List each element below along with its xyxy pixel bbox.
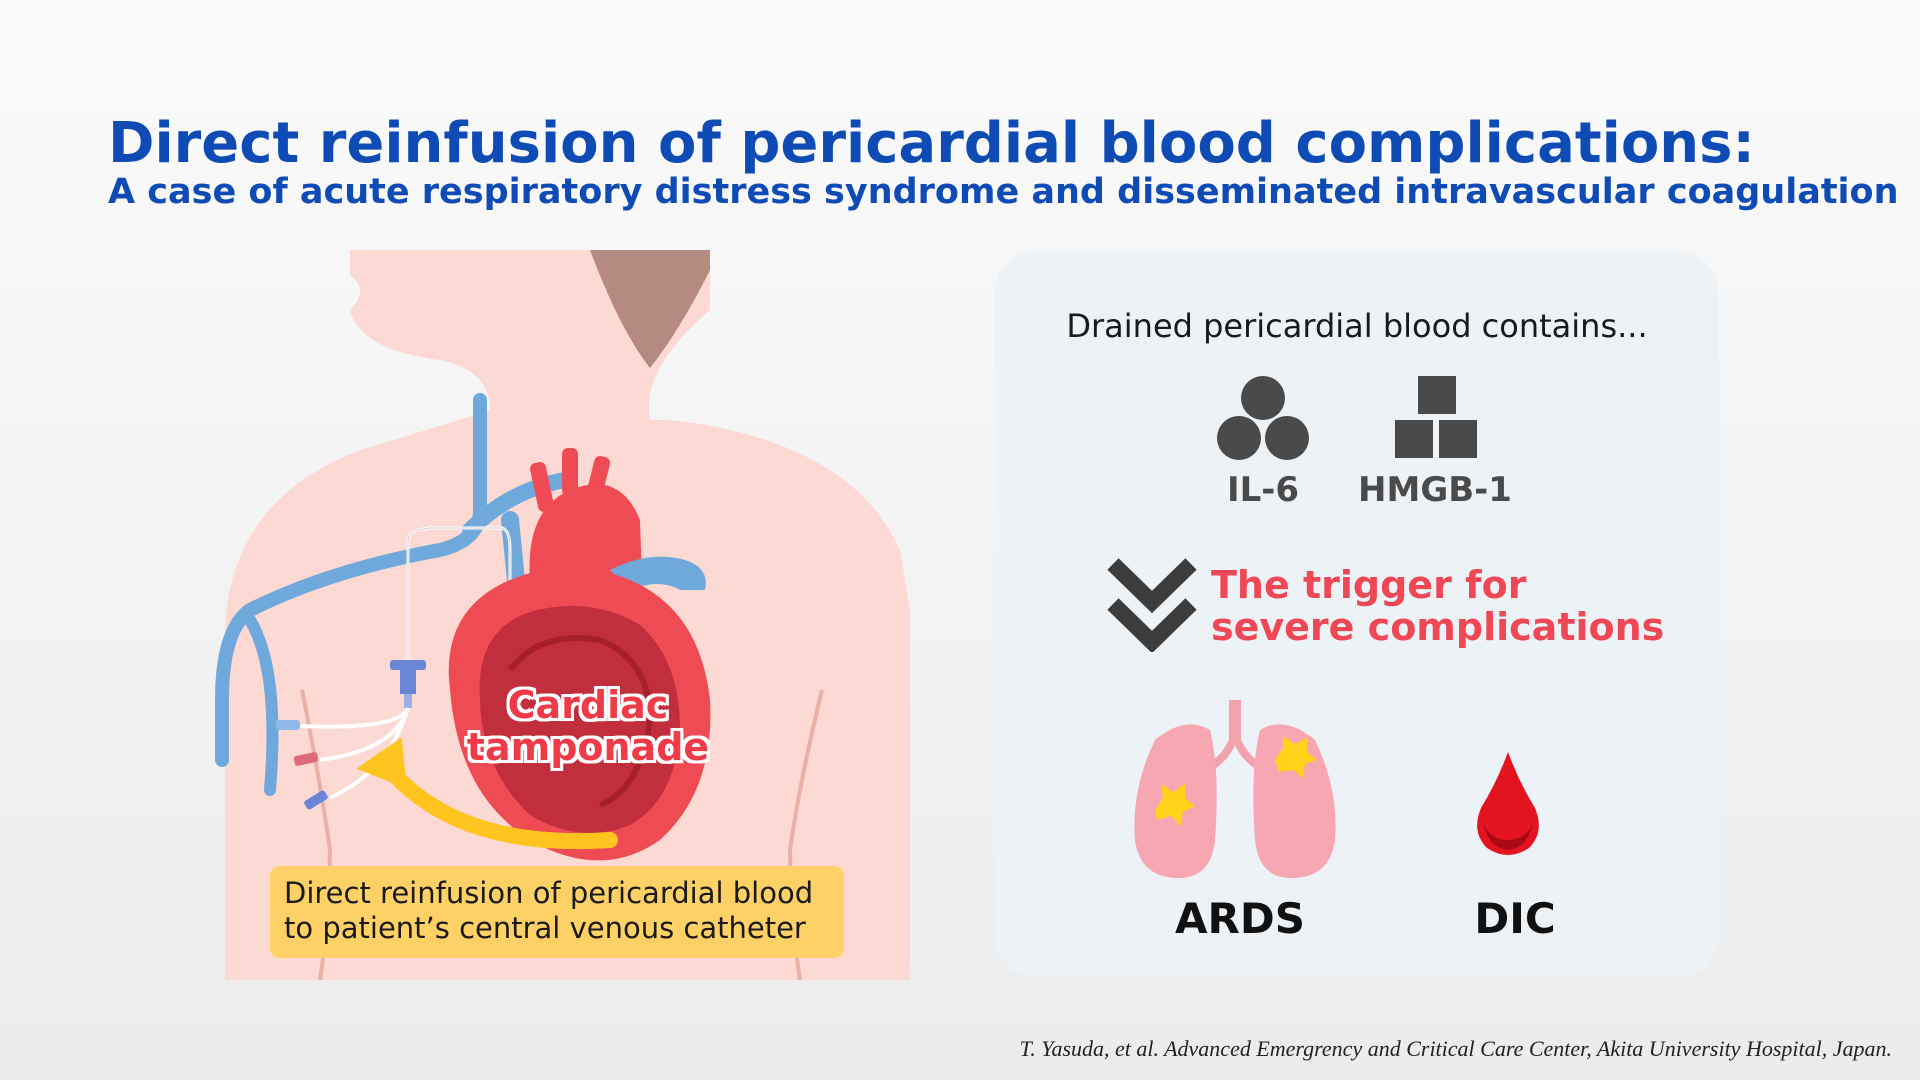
trigger-line2: severe complications <box>1211 605 1665 649</box>
trigger-text: The trigger for severe complications <box>1211 564 1664 648</box>
page-subtitle: A case of acute respiratory distress syn… <box>108 172 1899 212</box>
tamponade-label-line2: tamponade <box>466 725 710 769</box>
ards-label: ARDS <box>1175 894 1305 943</box>
jugular-vein <box>215 393 487 767</box>
tamponade-label-line1: Cardiac <box>507 683 669 727</box>
double-chevron-down-icon <box>1107 556 1197 656</box>
findings-panel: Drained pericardial blood contains... IL… <box>995 252 1719 977</box>
reinfusion-line2: to patient’s central venous catheter <box>284 911 806 945</box>
reinfusion-line1: Direct reinfusion of pericardial blood <box>284 876 814 910</box>
trigger-line1: The trigger for <box>1211 563 1527 607</box>
drained-blood-text: Drained pericardial blood contains... <box>1066 307 1648 345</box>
arrow-head <box>356 737 407 789</box>
dic-label: DIC <box>1474 894 1556 943</box>
page-title: Direct reinfusion of pericardial blood c… <box>108 111 1755 176</box>
lungs-icon <box>1125 700 1345 894</box>
torso-svg <box>215 250 910 980</box>
catheter-hub <box>400 668 416 694</box>
catheter-line-outline <box>407 527 511 670</box>
cardiac-tamponade-label: Cardiac tamponade <box>458 684 718 768</box>
citation: T. Yasuda, et al. Advanced Emergrency an… <box>1019 1036 1892 1061</box>
vein-branch <box>462 472 573 538</box>
il6-label: IL-6 <box>1226 470 1300 510</box>
reinfusion-callout: Direct reinfusion of pericardial blood t… <box>270 866 844 958</box>
circles-cluster-icon <box>1215 374 1311 468</box>
stacked-squares-icon <box>1395 376 1479 464</box>
vein-arm <box>244 614 279 796</box>
neck-shadow <box>590 250 710 368</box>
body-illustration <box>210 250 910 980</box>
reinfusion-arrow <box>382 762 618 850</box>
blood-drop-icon <box>1475 752 1541 860</box>
hmgb1-label: HMGB-1 <box>1358 470 1512 510</box>
aorta <box>529 484 642 580</box>
